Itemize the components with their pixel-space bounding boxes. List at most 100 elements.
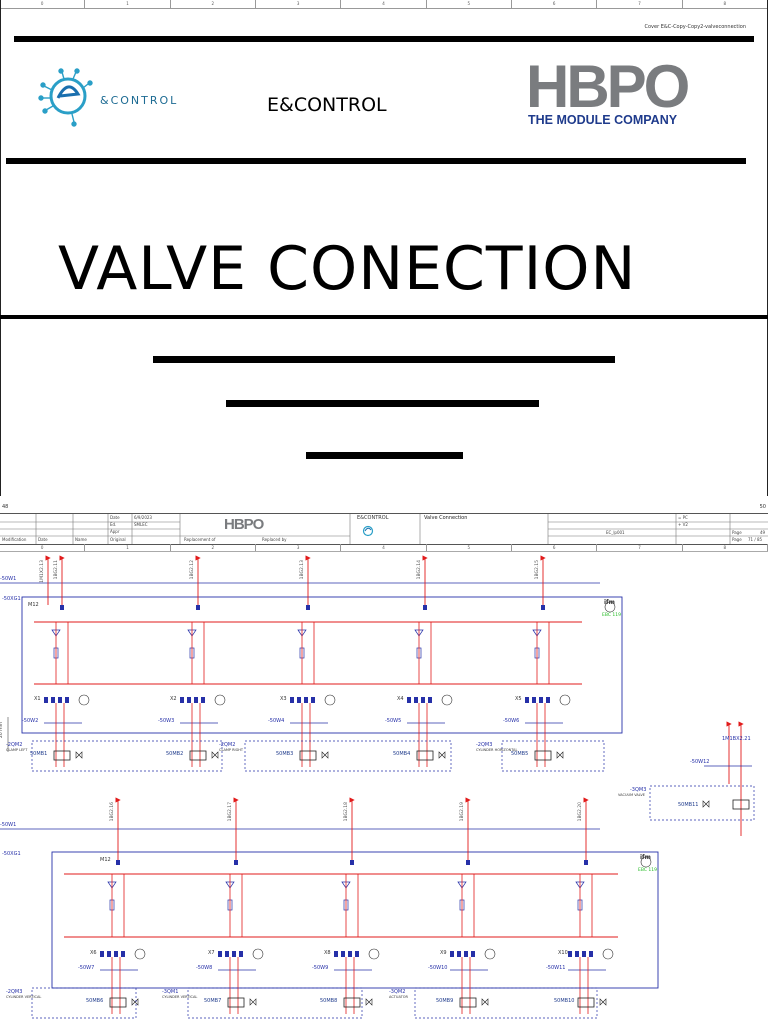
wire-label: 1BG2.11 — [54, 560, 59, 580]
tb-page-of-value: 71 / 85 — [748, 537, 763, 542]
port-pin — [471, 951, 475, 957]
wire-label: 1BG2.14 — [417, 560, 422, 580]
valve-island-label: -50W9 — [312, 965, 329, 971]
port-pin — [44, 697, 48, 703]
solenoid-coil — [343, 997, 361, 1008]
valve-group-label: -3QM1 — [162, 989, 179, 995]
valve-symbol — [249, 998, 257, 1006]
schematic-diagram — [0, 555, 755, 1019]
port-pin — [290, 697, 294, 703]
valve-island-label: -50W7 — [78, 965, 95, 971]
hbpo-logo-wordmark: HBPO — [526, 53, 690, 120]
cover-top-rule — [14, 36, 754, 42]
valve-island-label: -50W12 — [690, 759, 710, 765]
valve-island-label: -50W8 — [196, 965, 213, 971]
port-pin — [187, 697, 191, 703]
m12-label: M12 — [100, 857, 111, 863]
tb-ec-logo: E&CONTROL — [355, 515, 415, 541]
module-label: -50XG1 — [2, 851, 21, 857]
tb-original-label: Original — [110, 537, 126, 542]
ifm-icon — [640, 856, 652, 868]
port-label: X2 — [170, 696, 177, 702]
coil-label: 50MB10 — [554, 998, 575, 1004]
coil-label: 50MB8 — [320, 998, 338, 1004]
wire-label: 1M1X2.13 — [40, 560, 45, 583]
tb-page-label: Page — [732, 530, 742, 535]
ruler-cell: 2 — [171, 0, 256, 8]
coil-label: 50MB7 — [204, 998, 222, 1004]
tb-drawing-title: Valve Connection — [424, 515, 468, 521]
m8-connector-icon — [368, 948, 380, 960]
valve-group-label: -2QM2 — [219, 742, 236, 748]
valve-group-desc: CLAMP LEFT — [6, 748, 28, 752]
port-pin — [450, 951, 454, 957]
valve-symbol — [321, 751, 329, 759]
solenoid-coil — [53, 750, 71, 761]
port-label: X7 — [208, 950, 215, 956]
wire-label: 1BG2.13 — [300, 560, 305, 580]
wire-label: 1BG2.16 — [110, 802, 115, 822]
valve-symbol — [438, 751, 446, 759]
valve-symbol — [75, 751, 83, 759]
ruler-cell: 5 — [427, 0, 512, 8]
hbpo-logo: HBPO THE MODULE COMPANY — [524, 53, 714, 128]
m8-connector-icon — [441, 694, 453, 706]
m8-connector-icon — [78, 694, 90, 706]
valve-island-label: -50W10 — [428, 965, 448, 971]
tb-name-col: Name — [75, 537, 87, 542]
ec-logo: &CONTROL — [38, 64, 198, 128]
ruler-cell: 7 — [597, 544, 683, 551]
coil-label: 50MB6 — [86, 998, 104, 1004]
solenoid-coil — [534, 750, 552, 761]
tb-replacement-label: Replacement of — [184, 537, 216, 542]
valve-group-desc: CLAMP RIGHT — [219, 748, 244, 752]
valve-symbol — [702, 800, 710, 808]
solenoid-coil — [732, 799, 750, 810]
hbpo-logo-tagline: THE MODULE COMPANY — [528, 113, 678, 127]
solenoid-coil — [459, 997, 477, 1008]
port-pin — [464, 951, 468, 957]
tb-page-value: 49 — [760, 530, 766, 535]
ruler-cell: 5 — [427, 544, 512, 551]
ruler-cell: 3 — [256, 544, 342, 551]
port-pin — [589, 951, 593, 957]
port-pin — [407, 697, 411, 703]
port-pin — [114, 951, 118, 957]
port-label: X9 — [440, 950, 447, 956]
module-label: -50XG1 — [2, 596, 21, 602]
m8-connector-icon — [252, 948, 264, 960]
terminal — [466, 860, 470, 865]
ruler-cell: 8 — [683, 544, 768, 551]
port-pin — [334, 951, 338, 957]
port-pin — [568, 951, 572, 957]
m8-connector-icon — [602, 948, 614, 960]
port-pin — [582, 951, 586, 957]
port-pin — [201, 697, 205, 703]
title-block-grid — [0, 514, 768, 544]
cover-line-3 — [306, 452, 463, 459]
io-module-frame — [21, 596, 623, 734]
valve-island-label: -50W11 — [546, 965, 566, 971]
cover-line-2 — [226, 400, 539, 407]
m8-connector-icon — [559, 694, 571, 706]
port-label: X4 — [397, 696, 404, 702]
valve-group-label: -3QM3 — [630, 787, 647, 793]
ruler-cell: 6 — [512, 544, 598, 551]
coil-label: 50MB3 — [276, 751, 294, 757]
ifm-logo: ifm — [604, 599, 615, 606]
port-label: X6 — [90, 950, 97, 956]
bus-label: -50W1 — [0, 822, 17, 828]
port-pin — [525, 697, 529, 703]
valve-symbol — [481, 998, 489, 1006]
tb-page-of-label: Page — [732, 537, 742, 542]
tb-code: EC_lp001 — [606, 530, 625, 535]
terminal — [60, 605, 64, 610]
tb-replaced-label: Replaced by — [262, 537, 287, 542]
wire-label: 1BG2.12 — [190, 560, 195, 580]
cover-line-1 — [153, 356, 615, 363]
dimension-label: 20 mm — [0, 722, 4, 738]
m8-connector-icon — [484, 948, 496, 960]
valve-symbol — [365, 998, 373, 1006]
